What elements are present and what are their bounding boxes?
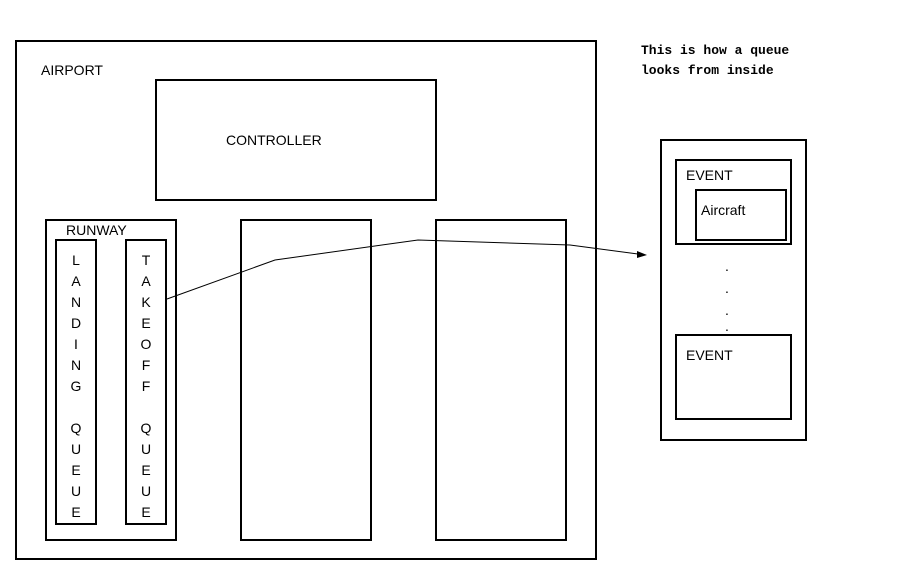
ellipsis-dot-3: . [725, 302, 729, 318]
controller-box [155, 79, 437, 201]
takeoff-queue-letter: U [140, 483, 152, 499]
controller-label: CONTROLLER [226, 132, 322, 148]
airport-box [15, 40, 597, 560]
takeoff-queue-letter: E [141, 315, 151, 331]
landing-queue-letter: A [71, 273, 81, 289]
landing-queue-letter: D [70, 315, 82, 331]
event-bottom-box [675, 334, 792, 420]
takeoff-queue-letter: E [141, 504, 151, 520]
runway-box-3 [435, 219, 567, 541]
takeoff-queue-letter: Q [140, 420, 152, 436]
event-bottom-label: EVENT [686, 347, 733, 363]
ellipsis-dot-1: . [725, 258, 729, 274]
takeoff-queue-letter: F [141, 378, 151, 394]
takeoff-queue-letter: K [141, 294, 151, 310]
ellipsis-dot-2: . [725, 280, 729, 296]
takeoff-queue-letter: E [141, 462, 151, 478]
landing-queue-box [55, 239, 97, 525]
event-top-label: EVENT [686, 167, 733, 183]
landing-queue-letter: E [71, 504, 81, 520]
runway-label: RUNWAY [66, 222, 127, 238]
aircraft-box [695, 189, 787, 241]
landing-queue-letter: N [70, 294, 82, 310]
queue-detail-box [660, 139, 807, 441]
takeoff-queue-box [125, 239, 167, 525]
takeoff-queue-letter: U [140, 441, 152, 457]
landing-queue-letter: N [70, 357, 82, 373]
note-line-2: looks from inside [641, 63, 774, 78]
takeoff-queue-letter: F [141, 357, 151, 373]
airport-label: AIRPORT [41, 62, 103, 78]
landing-queue-letter: U [70, 441, 82, 457]
takeoff-queue-letter: A [141, 273, 151, 289]
runway-box-2 [240, 219, 372, 541]
landing-queue-letter: I [74, 336, 78, 352]
note-line-1: This is how a queue [641, 43, 790, 58]
takeoff-queue-letter: O [140, 336, 152, 352]
landing-queue-letter: G [70, 378, 82, 394]
landing-queue-letter: U [70, 483, 82, 499]
aircraft-label: Aircraft [701, 202, 746, 218]
ellipsis-dot-4: . [725, 318, 729, 334]
runway-box [45, 219, 177, 541]
landing-queue-letter: L [72, 252, 80, 268]
landing-queue-letter: E [71, 462, 81, 478]
takeoff-queue-letter: T [141, 252, 151, 268]
event-top-box [675, 159, 792, 245]
landing-queue-letter: Q [70, 420, 82, 436]
